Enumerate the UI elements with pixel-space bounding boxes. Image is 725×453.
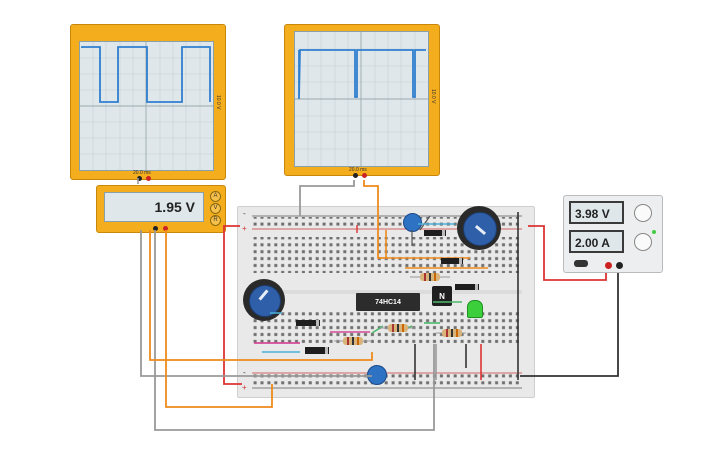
oscilloscope-left-screen <box>79 41 214 171</box>
led-green[interactable] <box>467 300 483 318</box>
power-supply-terminal-positive[interactable] <box>605 262 612 269</box>
oscilloscope-left-waveform <box>80 42 213 170</box>
capacitor-bottom[interactable] <box>367 365 387 385</box>
oscilloscope-right-time-label: 20.0 ms <box>349 167 367 173</box>
power-supply-terminal-negative[interactable] <box>616 262 623 269</box>
ic-74hc14[interactable]: 74HC14 <box>356 293 420 311</box>
transistor-label: N <box>439 291 445 301</box>
potentiometer-left-knob[interactable] <box>249 285 281 317</box>
oscilloscope-left-probe-red[interactable] <box>146 176 151 181</box>
rail-minus-bottom: - <box>243 368 246 377</box>
oscilloscope-left-probe-black[interactable] <box>137 176 142 181</box>
rail-plus-bottom: + <box>242 383 247 392</box>
power-supply-switch[interactable] <box>574 260 588 267</box>
oscilloscope-left[interactable]: 20.0 ms 10.0 V <box>70 24 226 181</box>
oscilloscope-right[interactable]: 20.0 ms 10.0 V <box>284 24 440 178</box>
multimeter-probe-red[interactable] <box>163 226 168 231</box>
power-supply-voltage-knob[interactable] <box>634 204 652 222</box>
power-supply[interactable]: 3.98 V 2.00 A <box>563 195 663 273</box>
ic-label: 74HC14 <box>375 298 401 306</box>
multimeter-mode-ohms[interactable]: R <box>210 215 221 226</box>
rail-minus-top: - <box>243 209 246 218</box>
multimeter-mode-amps[interactable]: A <box>210 191 221 202</box>
potentiometer-right[interactable] <box>457 206 501 250</box>
oscilloscope-right-waveform <box>295 32 428 166</box>
multimeter-probe-black[interactable] <box>153 226 158 231</box>
power-supply-current-knob[interactable] <box>634 233 652 251</box>
oscilloscope-right-probe-black[interactable] <box>353 173 358 178</box>
transistor-n[interactable]: N <box>432 286 452 306</box>
oscilloscope-right-probe-red[interactable] <box>362 173 367 178</box>
multimeter-mode-volts[interactable]: V <box>210 203 221 214</box>
multimeter-display: 1.95 V <box>104 192 204 222</box>
multimeter[interactable]: 1.95 V A V R <box>96 185 226 233</box>
power-supply-current-display: 2.00 A <box>569 230 624 253</box>
oscilloscope-right-screen <box>294 31 429 167</box>
rail-plus-top: + <box>242 224 247 233</box>
power-supply-indicator <box>652 230 656 234</box>
potentiometer-left[interactable] <box>243 279 285 321</box>
oscilloscope-left-time-label: 20.0 ms <box>133 170 151 176</box>
power-supply-voltage-display: 3.98 V <box>569 201 624 224</box>
